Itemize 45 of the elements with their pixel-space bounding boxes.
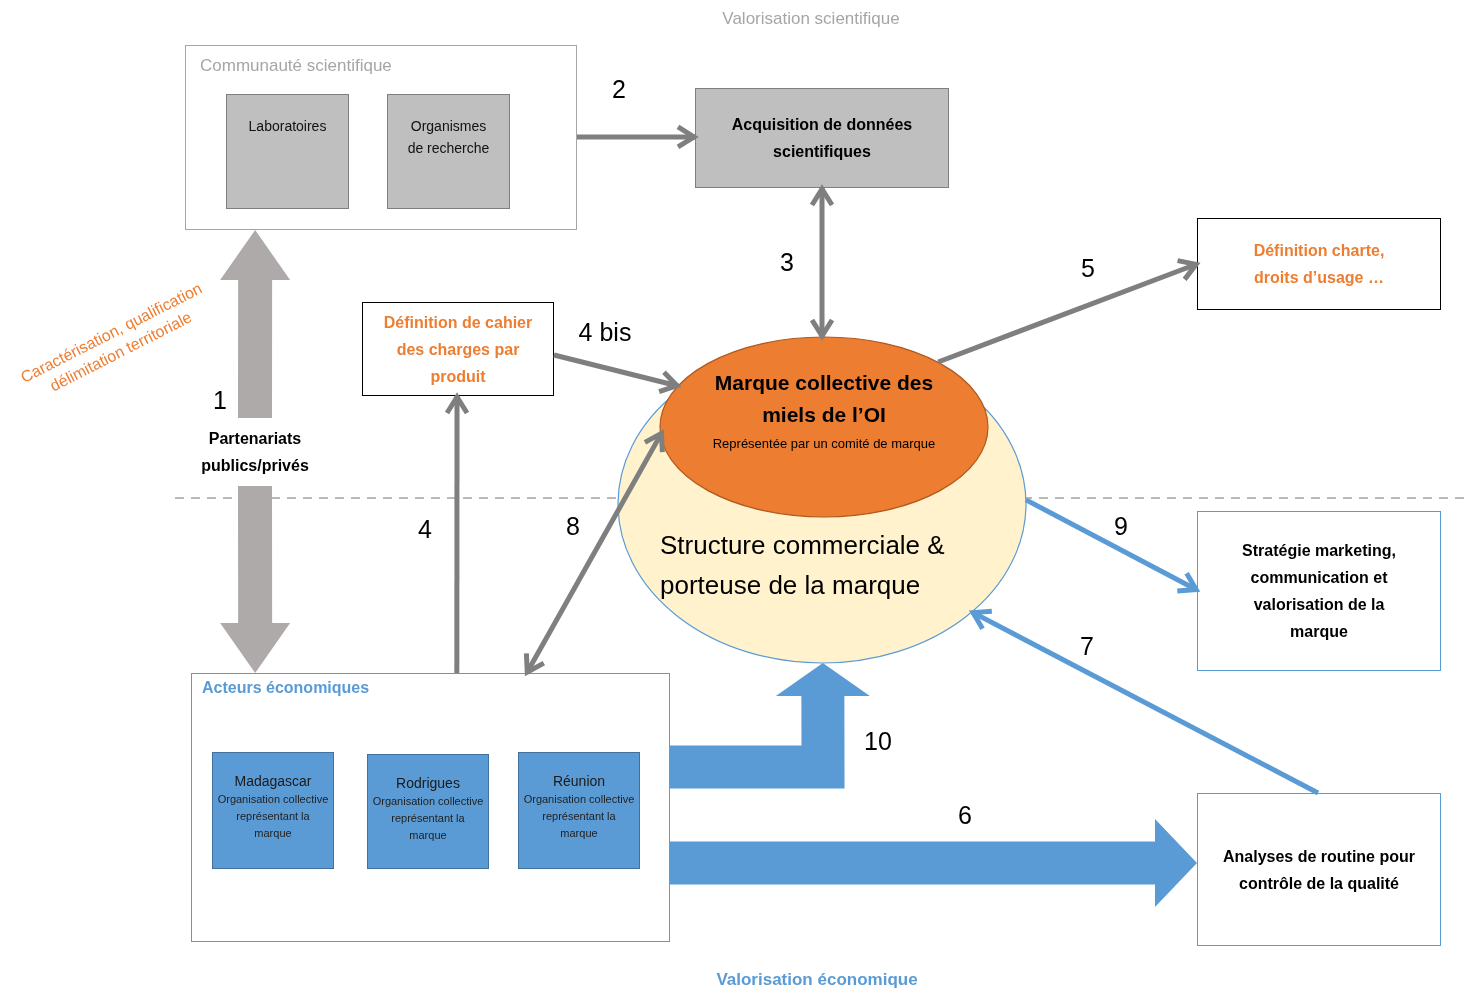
node-label: Définition charte, droits d’usage …	[1252, 241, 1386, 288]
group-box	[185, 45, 577, 230]
group-heading: Communauté scientifique	[200, 56, 392, 76]
ellipse-subtitle: Représentée par un comité de marque	[711, 435, 937, 453]
section-label: Valorisation scientifique	[722, 9, 900, 29]
arrow	[577, 124, 697, 150]
section-label: Valorisation économique	[716, 970, 918, 990]
box-title: Rodrigues	[395, 775, 461, 791]
group-heading: Acteurs économiques	[202, 679, 370, 697]
block-arrow	[220, 230, 291, 418]
node-label: Partenariats publics/privés	[200, 429, 310, 476]
node-label: Laboratoires	[247, 117, 328, 136]
arrow	[970, 608, 1320, 796]
process-box	[1197, 511, 1441, 671]
box-description: Organisation collective représentant la marque	[217, 792, 329, 841]
process-box	[226, 94, 349, 209]
box-description: Organisation collective représentant la marque	[523, 792, 635, 841]
double-arrow	[523, 430, 665, 675]
arrow	[553, 352, 680, 395]
process-box	[387, 94, 510, 209]
process-box	[1197, 793, 1441, 946]
node-label: Organismes de recherche	[406, 117, 491, 158]
block-arrow	[220, 486, 291, 673]
box-description: Organisation collective représentant la marque	[372, 794, 484, 843]
double-arrow	[809, 186, 835, 339]
ellipse-title: Structure commerciale & porteuse de la marque	[660, 529, 946, 602]
node-label: Stratégie marketing, communication et valorisation de la marque	[1241, 541, 1397, 642]
block-arrow	[670, 663, 870, 789]
arrow	[1024, 497, 1199, 594]
node-label: Acquisition de données scientifiques	[730, 115, 914, 162]
organisation-box	[518, 752, 640, 869]
arrow	[444, 394, 470, 673]
organisation-box	[367, 754, 489, 869]
process-box	[1197, 218, 1441, 310]
node-label: Définition de cahier des charges par produit	[382, 312, 534, 387]
group-box	[191, 673, 670, 942]
process-box	[695, 88, 949, 188]
node-label: Analyses de routine pour contrôle de la qualité	[1221, 846, 1416, 894]
block-arrow	[670, 819, 1197, 908]
ellipse-title: Marque collective des miels de l’OI	[713, 370, 935, 428]
box-title: Madagascar	[233, 773, 313, 789]
box-title: Réunion	[551, 773, 607, 789]
arrow	[937, 258, 1199, 365]
process-box	[362, 302, 554, 396]
organisation-box	[212, 752, 334, 869]
